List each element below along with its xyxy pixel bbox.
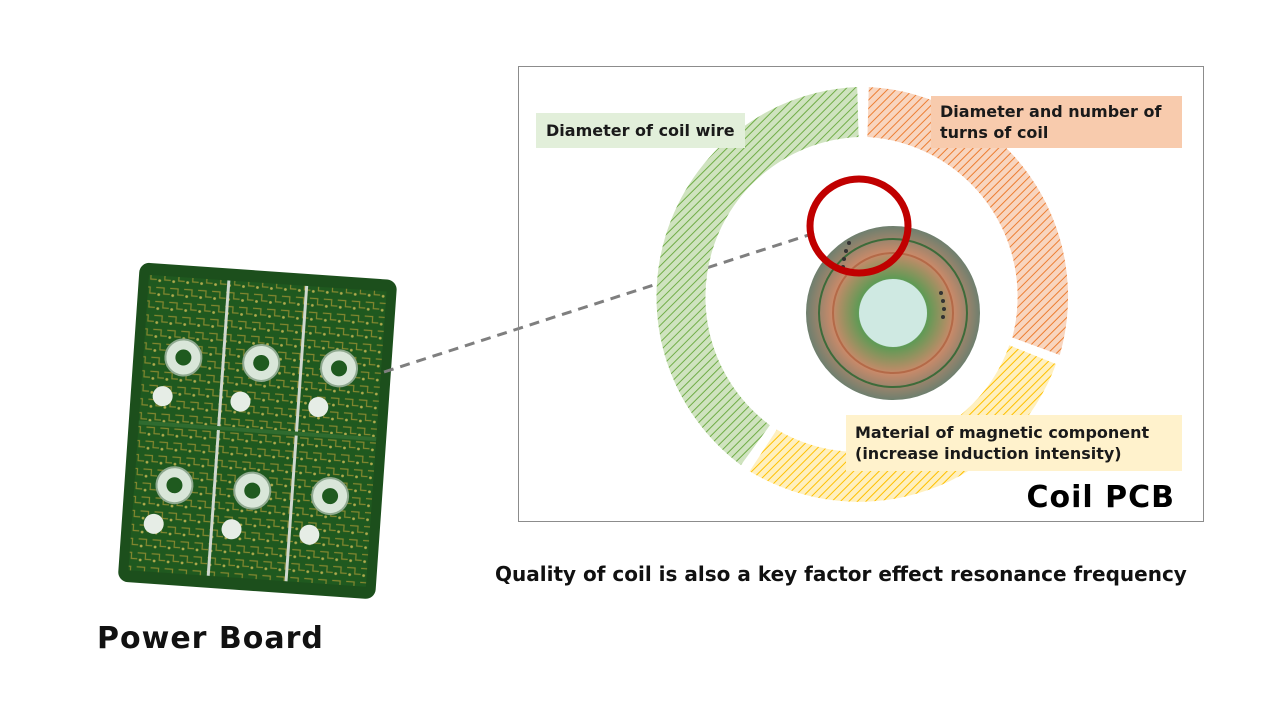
power-board-image: [118, 262, 397, 599]
label-magnetic-material: Material of magnetic component (increase…: [846, 415, 1182, 471]
highlight-circle: [806, 175, 912, 277]
label-magnetic-material-line2: (increase induction intensity): [855, 444, 1122, 463]
label-coil-wire-diameter: Diameter of coil wire: [536, 113, 745, 148]
label-coil-diameter-turns: Diameter and number of turns of coil: [931, 96, 1182, 148]
ring-segment-turns: [867, 87, 1069, 355]
power-board-title: Power Board: [97, 621, 324, 656]
label-magnetic-material-line1: Material of magnetic component: [855, 423, 1150, 442]
caption: Quality of coil is also a key factor eff…: [495, 562, 1187, 586]
coil-pcb-title: Coil PCB: [1026, 480, 1175, 515]
coil-pcb-panel: Diameter of coil wire Diameter and numbe…: [518, 66, 1204, 522]
ring-segment-wire: [656, 87, 859, 466]
